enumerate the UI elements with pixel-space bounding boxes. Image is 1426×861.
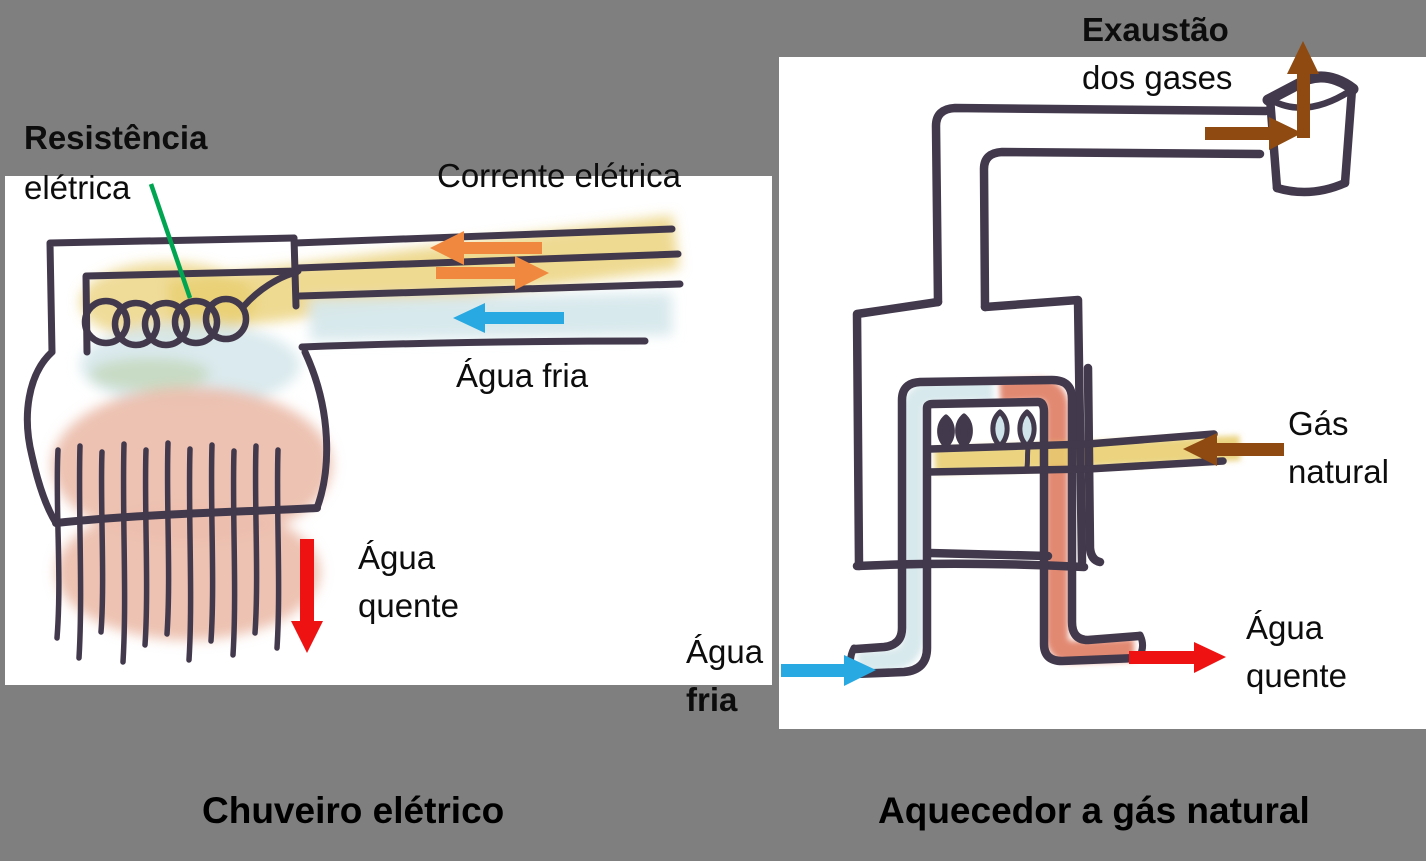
heater-box-right — [980, 295, 1087, 567]
burner-flames — [937, 409, 1037, 470]
shower-ink — [23, 225, 684, 665]
heater-ink — [847, 71, 1359, 679]
water-pipe-outer — [851, 375, 1144, 654]
label-corrente-eletrica: Corrente elétrica — [437, 157, 681, 194]
caption-chuveiro-eletrico: Chuveiro elétrico — [202, 790, 505, 831]
hot-pipe-wash — [999, 377, 1135, 664]
label-exaustao-line1: Exaustão — [1082, 11, 1229, 48]
label-exaustao-line2: dos gases — [1082, 59, 1233, 96]
heating-coil — [81, 268, 301, 349]
gas-pipe-top — [926, 430, 1218, 453]
wire-bottom — [294, 250, 682, 272]
label-resistencia-line1: Resistência — [24, 119, 208, 156]
exhaust-arrow-up — [1287, 41, 1319, 138]
gas-pipe-bottom — [924, 457, 1227, 476]
label-agua-quente-right: Água quente — [1246, 609, 1347, 694]
shower-bell-right — [301, 348, 331, 512]
inner-chamber-bottom — [925, 548, 1053, 561]
hot-water-arrow-down — [291, 539, 323, 653]
current-arrow-left — [430, 231, 542, 265]
flue-inner — [979, 147, 1265, 312]
heater-box-bottom — [852, 559, 1089, 572]
label-agua-quente-left: Água quente — [358, 539, 459, 624]
heater-box-left — [852, 297, 943, 571]
heater-watercolor — [857, 377, 1241, 673]
gas-heater-panel — [779, 57, 1426, 729]
resistor-housing-outline — [46, 234, 298, 356]
caption-aquecedor-gas: Aquecedor a gás natural — [878, 790, 1310, 831]
label-agua-fria-left: Água fria — [456, 357, 589, 394]
cold-pipe-wash — [857, 379, 994, 673]
cold-water-arrow-in — [781, 655, 876, 686]
electric-shower-sketch — [23, 183, 684, 665]
water-pipe-inner — [849, 397, 1142, 679]
shower-bell-left — [23, 348, 60, 527]
wire-top — [291, 225, 676, 247]
cold-pipe-bottom — [298, 337, 649, 351]
hot-water-arrow-out — [1129, 642, 1226, 673]
gas-arrow-left — [1183, 433, 1284, 466]
exhaust-arrow-right — [1205, 117, 1302, 150]
gas-heater-sketch — [781, 41, 1359, 686]
flue-outer — [931, 103, 1271, 307]
cold-water-arrow-left-panel — [453, 303, 564, 333]
inner-chamber-right — [1083, 363, 1105, 567]
label-agua-fria-right-line1: Água — [686, 633, 764, 670]
label-agua-fria-right-line2: fria — [686, 681, 738, 718]
cold-pipe-top — [296, 280, 684, 300]
water-streams — [54, 440, 282, 665]
resistencia-pointer-line — [148, 183, 193, 299]
label-resistencia-line2: elétrica — [24, 169, 131, 206]
current-arrow-right — [436, 256, 549, 290]
label-gas-natural: Gás natural — [1288, 405, 1389, 490]
